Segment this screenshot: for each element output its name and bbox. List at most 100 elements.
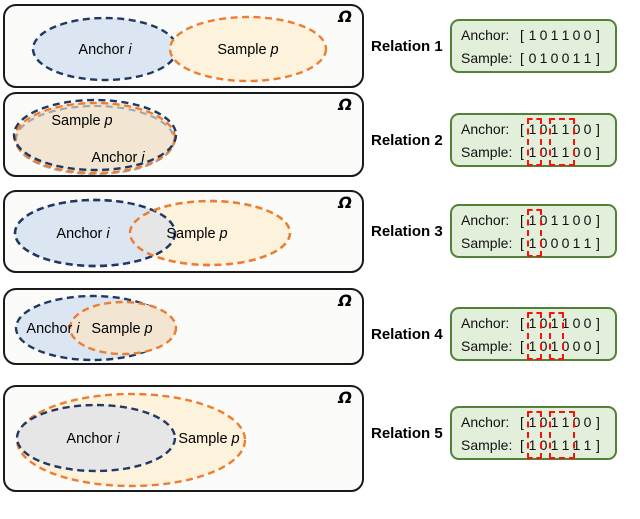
bracket-close: ]: [596, 436, 600, 453]
vector-digit: 0: [561, 234, 570, 251]
vector-prefix: Sample:: [461, 143, 513, 160]
relation-4-label: Relation 4: [371, 325, 443, 343]
vector-prefix: Anchor:: [461, 27, 510, 44]
bracket-close: ]: [596, 27, 600, 44]
relation-1-label: Relation 1: [371, 37, 443, 55]
vector-digit: 1: [561, 212, 570, 229]
vector-prefix: Anchor:: [461, 315, 510, 332]
vector-digit: 0: [539, 315, 548, 332]
vector-digit: 0: [583, 143, 592, 160]
vector-prefix: Sample:: [461, 337, 513, 354]
relation-2-label: Relation 2: [371, 131, 443, 149]
vector-digit: 0: [528, 49, 537, 66]
anchor-ellipse: [15, 403, 177, 473]
vector-digit: 1: [561, 27, 570, 44]
bracket-open: [: [520, 337, 524, 354]
vector-digit: 0: [583, 315, 592, 332]
vector-digit: 0: [550, 49, 559, 66]
vector-digit: 1: [550, 337, 559, 354]
vector-digit: 0: [539, 436, 548, 453]
bracket-open: [: [520, 212, 524, 229]
sample-ellipse-outline: [128, 199, 292, 267]
omega-universe-symbol: Ω: [338, 95, 352, 114]
bracket-close: ]: [596, 212, 600, 229]
vector-digit: 1: [528, 143, 537, 160]
vector-digit: 1: [561, 436, 570, 453]
bracket-open: [: [520, 436, 524, 453]
shared-region: [15, 102, 175, 172]
vector-digit: 0: [539, 414, 548, 431]
vector-digit: 1: [561, 121, 570, 138]
bracket-open: [: [520, 121, 524, 138]
vector-digit: 1: [539, 49, 548, 66]
vector-digit: 1: [572, 436, 581, 453]
vector-digit: 0: [583, 121, 592, 138]
vector-digit: 1: [528, 27, 537, 44]
relation-5-label: Relation 5: [371, 424, 443, 442]
vector-prefix: Anchor:: [461, 121, 510, 138]
vector-digit: 1: [550, 121, 559, 138]
vector-digit: 0: [561, 337, 570, 354]
vector-digit: 0: [572, 121, 581, 138]
vector-digit: 1: [583, 436, 592, 453]
vector-digit: 1: [561, 143, 570, 160]
vector-digit: 1: [528, 234, 537, 251]
vector-digit: 1: [550, 436, 559, 453]
omega-universe-symbol: Ω: [338, 388, 352, 407]
bracket-open: [: [520, 27, 524, 44]
vector-digit: 0: [539, 121, 548, 138]
sample-ellipse: [130, 201, 290, 265]
vector-digit: 0: [550, 234, 559, 251]
vector-digit: 1: [561, 315, 570, 332]
vector-digit: 1: [561, 414, 570, 431]
bracket-open: [: [520, 414, 524, 431]
vector-digit: 1: [528, 212, 537, 229]
vector-digit: 1: [572, 49, 581, 66]
anchor-ellipse: [15, 200, 175, 266]
bracket-open: [: [520, 143, 524, 160]
vector-digit: 1: [528, 121, 537, 138]
omega-universe-symbol: Ω: [338, 193, 352, 212]
anchor-ellipse: [12, 98, 178, 172]
vector-prefix: Sample:: [461, 234, 513, 251]
vector-digit: 0: [583, 212, 592, 229]
vector-digit: 0: [572, 143, 581, 160]
vector-digit: 0: [539, 234, 548, 251]
bracket-close: ]: [596, 143, 600, 160]
vector-digit: 0: [572, 212, 581, 229]
vector-digit: 1: [572, 234, 581, 251]
bracket-close: ]: [596, 234, 600, 251]
bracket-open: [: [520, 234, 524, 251]
vector-prefix: Sample:: [461, 436, 513, 453]
vector-digit: 1: [550, 143, 559, 160]
vector-digit: 0: [583, 337, 592, 354]
vector-digit: 1: [583, 49, 592, 66]
omega-universe-symbol: Ω: [338, 291, 352, 310]
vector-digit: 0: [572, 27, 581, 44]
vector-digit: 0: [583, 414, 592, 431]
bracket-close: ]: [596, 337, 600, 354]
